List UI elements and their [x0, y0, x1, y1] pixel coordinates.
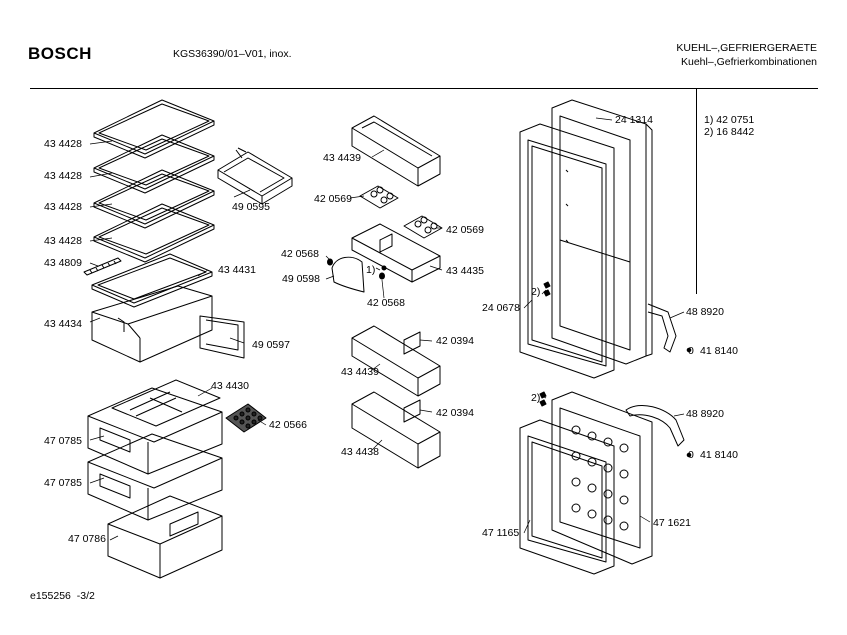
crisper-cover-glass: [91, 253, 213, 308]
hinge-pin: [327, 258, 333, 266]
glass-shelf: [93, 203, 215, 263]
hinge-screw: [539, 391, 547, 407]
part-label: 43 4430: [211, 380, 249, 392]
freezer-drawer-bottom: [107, 495, 223, 579]
door-shelf-bottle: [351, 391, 441, 469]
freezer-door-gasket: [519, 419, 615, 575]
part-label: 42 0566: [269, 419, 307, 431]
header-divider: [30, 88, 818, 89]
door-shelf: [351, 115, 441, 187]
part-label: 43 4434: [44, 318, 82, 330]
part-label: 42 0394: [436, 407, 474, 419]
footnote-2: 2) 16 8442: [704, 126, 755, 138]
egg-tray: [403, 215, 443, 239]
ice-cube-tray: [225, 403, 267, 433]
brand-logo: BOSCH: [28, 44, 92, 63]
part-label: 49 0597: [252, 339, 290, 351]
part-label: 49 0598: [282, 273, 320, 285]
hinge-pin: [379, 272, 385, 280]
part-label: 47 1621: [653, 517, 691, 529]
part-label: 49 0595: [232, 201, 270, 213]
butter-compartment: [351, 223, 441, 283]
part-label: 43 4428: [44, 138, 82, 150]
glass-shelf: [93, 169, 215, 229]
part-label: 0: [688, 345, 694, 357]
part-label: 43 4439: [341, 366, 379, 378]
freezer-door-handle: [625, 405, 685, 447]
part-label: 42 0569: [446, 224, 484, 236]
part-label: 42 0568: [281, 248, 319, 260]
part-label: 43 4428: [44, 201, 82, 213]
part-label: 43 4428: [44, 235, 82, 247]
freezer-door-panel: [551, 391, 653, 565]
shelf-rail: [83, 257, 122, 276]
part-label: 43 4439: [323, 152, 361, 164]
drawing-number: e155256: [30, 590, 71, 602]
door-handle: [647, 303, 677, 353]
part-label: 48 8920: [686, 408, 724, 420]
part-label: 42 0394: [436, 335, 474, 347]
freezer-drawer-cover: [111, 379, 221, 427]
freezer-drawer: [87, 433, 223, 521]
part-label: 43 4431: [218, 264, 256, 276]
glass-shelf: [93, 134, 215, 194]
model-number: KGS36390/01–V01, inox.: [173, 48, 292, 60]
footnote-1: 1) 42 0751: [704, 114, 755, 126]
part-label: 1): [366, 264, 376, 276]
hinge-screw: [543, 281, 551, 297]
notes-divider: [696, 88, 697, 294]
glass-shelf: [93, 99, 215, 159]
part-label: 41 8140: [700, 449, 738, 461]
fridge-door-gasket: [519, 123, 615, 379]
fridge-door-inner-panel: [551, 99, 653, 365]
part-label: 43 4809: [44, 257, 82, 269]
egg-tray: [359, 185, 399, 209]
part-label: 2): [531, 392, 541, 404]
part-label: 48 8920: [686, 306, 724, 318]
part-label: 43 4428: [44, 170, 82, 182]
screw-dot: [686, 347, 692, 353]
part-label: 24 0678: [482, 302, 520, 314]
small-drawer: [217, 147, 293, 205]
part-label: 43 4435: [446, 265, 484, 277]
drawing-id: e155256 -3/2: [30, 590, 95, 602]
category-title: KUEHL–,GEFRIERGERAETE: [676, 42, 817, 54]
freezer-drawer: [87, 387, 223, 475]
part-label: 47 1165: [482, 527, 520, 539]
part-label: 47 0786: [68, 533, 106, 545]
lower-tray: [91, 285, 213, 363]
bottle-stop: [403, 399, 421, 423]
category-subtitle: Kuehl–,Gefrierkombinationen: [681, 56, 817, 68]
door-shelf: [351, 325, 441, 397]
part-label: 43 4438: [341, 446, 379, 458]
page-number: -3/2: [76, 590, 95, 602]
screw-dot: [686, 452, 692, 458]
tray-divider: [199, 315, 245, 359]
part-label: 24 1314: [615, 114, 653, 126]
part-label: 42 0569: [314, 193, 352, 205]
part-label: 0: [688, 449, 694, 461]
hinge-cover: [381, 265, 387, 271]
part-label: 41 8140: [700, 345, 738, 357]
butter-lid: [331, 256, 365, 293]
part-label: 42 0568: [367, 297, 405, 309]
bottle-stop: [403, 331, 421, 355]
part-label: 2): [531, 286, 541, 298]
part-label: 47 0785: [44, 477, 82, 489]
part-label: 47 0785: [44, 435, 82, 447]
